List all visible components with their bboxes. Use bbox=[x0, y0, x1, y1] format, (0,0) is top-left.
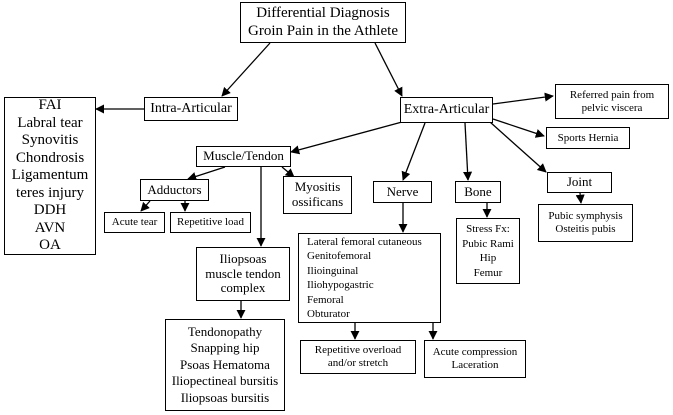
arrow-extra-to-muscle bbox=[290, 121, 403, 155]
bone-item: Hip bbox=[479, 252, 497, 264]
arrow-adductors-to-acute bbox=[140, 200, 151, 212]
arrow-title-to-extra bbox=[374, 42, 403, 97]
sports-hernia-label: Sports Hernia bbox=[557, 131, 619, 144]
iliopsoas-condition: Iliopsoas bursitis bbox=[180, 389, 270, 405]
intra-item: FAI bbox=[38, 97, 62, 114]
joint-label: Joint bbox=[566, 174, 593, 190]
joint-item: Osteitis pubis bbox=[555, 223, 616, 235]
arrow-extra-to-bone bbox=[463, 122, 473, 181]
overload-line-2: and/or stretch bbox=[327, 357, 389, 369]
joint-box: Joint bbox=[547, 172, 612, 193]
intra-articular-list-box: FAI Labral tear Synovitis Chondrosis Lig… bbox=[4, 97, 96, 255]
nerve-box: Nerve bbox=[373, 181, 432, 203]
adductors-label: Adductors bbox=[147, 181, 202, 197]
acute-tear-label: Acute tear bbox=[111, 216, 158, 229]
title-line-2: Groin Pain in the Athlete bbox=[248, 22, 398, 39]
nerve-list-box: Lateral femoral cutaneous Genitofemoral … bbox=[298, 233, 441, 323]
arrow-extra-to-hernia bbox=[492, 118, 545, 138]
referred-pain-box: Referred pain from pelvic viscera bbox=[555, 84, 669, 119]
myositis-line-2: ossificans bbox=[291, 194, 344, 209]
intra-item: Chondrosis bbox=[15, 149, 85, 166]
intra-item: DDH bbox=[33, 202, 67, 219]
intra-item: AVN bbox=[34, 219, 66, 236]
iliopsoas-condition: Snapping hip bbox=[190, 340, 260, 356]
intra-item: teres injury bbox=[16, 184, 84, 201]
nerve-label: Nerve bbox=[386, 183, 419, 199]
bone-item: Stress Fx: bbox=[466, 223, 510, 235]
arrow-extra-to-nerve bbox=[401, 122, 426, 181]
arrow-muscle-to-adductors bbox=[187, 166, 226, 181]
repetitive-overload-box: Repetitive overload and/or stretch bbox=[300, 340, 416, 374]
bone-box: Bone bbox=[455, 181, 501, 203]
muscle-tendon-label: Muscle/Tendon bbox=[203, 148, 284, 164]
joint-list-box: Pubic symphysis Osteitis pubis bbox=[538, 204, 633, 242]
nerve-item: Obturator bbox=[307, 308, 350, 320]
intra-item: OA bbox=[39, 237, 61, 254]
iliopsoas-line-1: Iliopsoas bbox=[219, 250, 267, 266]
title-box: Differential Diagnosis Groin Pain in the… bbox=[240, 2, 406, 43]
referred-line-2: pelvic viscera bbox=[581, 101, 643, 114]
sports-hernia-box: Sports Hernia bbox=[546, 127, 630, 149]
repetitive-load-label: Repetitive load bbox=[177, 216, 244, 229]
extra-articular-box: Extra-Articular bbox=[400, 97, 493, 123]
nerve-item: Iliohypogastric bbox=[307, 279, 374, 291]
arrow-title-to-intra bbox=[221, 42, 271, 97]
compression-line-2: Laceration bbox=[451, 359, 499, 371]
extra-articular-label: Extra-Articular bbox=[403, 101, 490, 117]
joint-item: Pubic symphysis bbox=[548, 210, 623, 223]
intra-item: Ligamentum bbox=[11, 167, 89, 184]
intra-item: Synovitis bbox=[21, 132, 79, 149]
nerve-item: Femoral bbox=[307, 293, 344, 306]
acute-compression-box: Acute compression Laceration bbox=[424, 340, 526, 378]
intra-articular-label: Intra-Articular bbox=[150, 100, 232, 116]
iliopsoas-condition: Iliopectineal bursitis bbox=[171, 373, 279, 389]
iliopsoas-line-3: complex bbox=[220, 280, 266, 296]
iliopsoas-conditions-box: Tendonopathy Snapping hip Psoas Hematoma… bbox=[165, 319, 285, 411]
acute-tear-box: Acute tear bbox=[104, 212, 165, 233]
iliopsoas-condition: Psoas Hematoma bbox=[180, 356, 270, 372]
overload-line-1: Repetitive overload bbox=[314, 344, 402, 357]
bone-label: Bone bbox=[464, 183, 492, 199]
myositis-box: Myositis ossificans bbox=[283, 176, 352, 214]
arrow-extra-to-joint bbox=[489, 121, 547, 173]
iliopsoas-condition: Tendonopathy bbox=[187, 323, 263, 339]
arrow-muscle-to-myositis bbox=[281, 166, 295, 178]
nerve-item: Genitofemoral bbox=[307, 250, 372, 262]
compression-line-1: Acute compression bbox=[432, 346, 518, 359]
myositis-line-1: Myositis bbox=[294, 179, 341, 195]
bone-list-box: Stress Fx: Pubic Rami Hip Femur bbox=[456, 218, 520, 284]
muscle-tendon-box: Muscle/Tendon bbox=[196, 146, 291, 167]
bone-item: Pubic Rami bbox=[462, 237, 514, 250]
iliopsoas-line-2: muscle tendon bbox=[205, 265, 281, 281]
intra-articular-box: Intra-Articular bbox=[144, 97, 238, 121]
iliopsoas-box: Iliopsoas muscle tendon complex bbox=[196, 247, 290, 301]
title-line-1: Differential Diagnosis bbox=[256, 5, 390, 22]
intra-item: Labral tear bbox=[17, 114, 83, 131]
nerve-item: Ilioinguinal bbox=[307, 264, 359, 277]
bone-item: Femur bbox=[473, 266, 503, 279]
repetitive-load-box: Repetitive load bbox=[170, 212, 251, 233]
adductors-box: Adductors bbox=[140, 179, 209, 201]
arrow-joint-to-list bbox=[575, 192, 585, 204]
referred-line-1: Referred pain from bbox=[569, 88, 655, 101]
nerve-item: Lateral femoral cutaneous bbox=[307, 235, 422, 248]
arrow-extra-to-referred bbox=[492, 92, 554, 105]
